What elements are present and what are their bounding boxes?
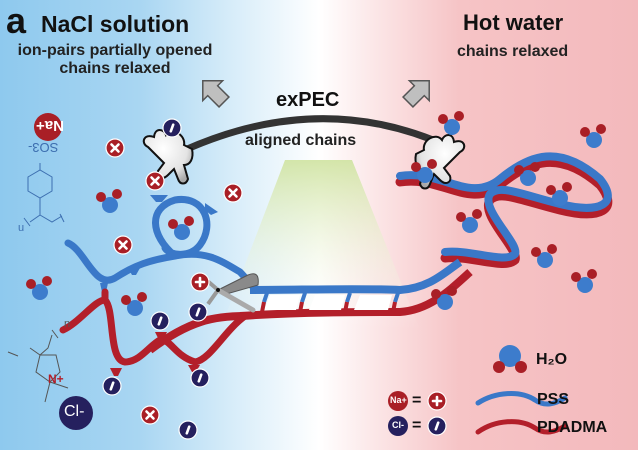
expec-title: exPEC (276, 89, 340, 111)
sodium-ion-label: Na+ (36, 117, 64, 134)
pdadma-chain-left (59, 288, 249, 366)
legend-chloride-symbol: Cl- (392, 420, 404, 430)
legend-pss-line (475, 391, 568, 407)
cation-markers (104, 137, 244, 426)
hot-water-title: Hot water (463, 10, 564, 35)
sodium-ion-large (34, 113, 62, 141)
nacl-solution-subtitle: ion-pairs partially opened chains relaxe… (5, 42, 225, 78)
chloride-ion-large (59, 396, 93, 430)
glove-hand-left-icon (142, 129, 194, 185)
pdadma-repeat-label: n (64, 318, 71, 330)
stretching-rope (181, 115, 449, 154)
nacl-subtitle-line-1: ion-pairs partially opened (17, 42, 213, 59)
legend-sodium-symbol: Na+ (390, 395, 407, 405)
pss-chain-left (64, 196, 262, 294)
pull-arrow-right-icon (401, 80, 430, 109)
pss-structure-formula (23, 163, 65, 227)
pdadma-structure-formula (7, 329, 69, 403)
pdadma-side-groups (110, 332, 200, 376)
scissors-icon (202, 273, 259, 313)
legend-pss-label: PSS (537, 391, 570, 408)
sulfonate-label: SO3- (28, 140, 59, 155)
expec-subtitle: aligned chains (245, 132, 357, 149)
legend-h2o-icon (493, 345, 527, 373)
relaxed-chain-ribbon-right (395, 152, 613, 268)
chloride-ion-label: Cl- (64, 403, 85, 420)
legend-equals-chloride: = (412, 417, 422, 434)
legend-equals-sodium: = (412, 392, 422, 409)
panel-label: a (6, 0, 27, 41)
legend-pdadma-label: PDADMA (537, 419, 608, 436)
legend-sodium-icon (388, 390, 448, 412)
hot-water-subtitle: chains relaxed (457, 43, 569, 60)
nitrogen-label: N+ (48, 372, 64, 386)
pull-arrow-left-icon (202, 80, 231, 109)
nacl-subtitle-line-2: chains relaxed (59, 60, 171, 77)
pss-repeat-label: n (18, 222, 25, 234)
legend-pdadma-line (475, 419, 568, 435)
legend-chloride-icon (388, 415, 448, 437)
nacl-solution-title: NaCl solution (41, 11, 190, 37)
legend-h2o-label: H₂O (536, 351, 568, 368)
